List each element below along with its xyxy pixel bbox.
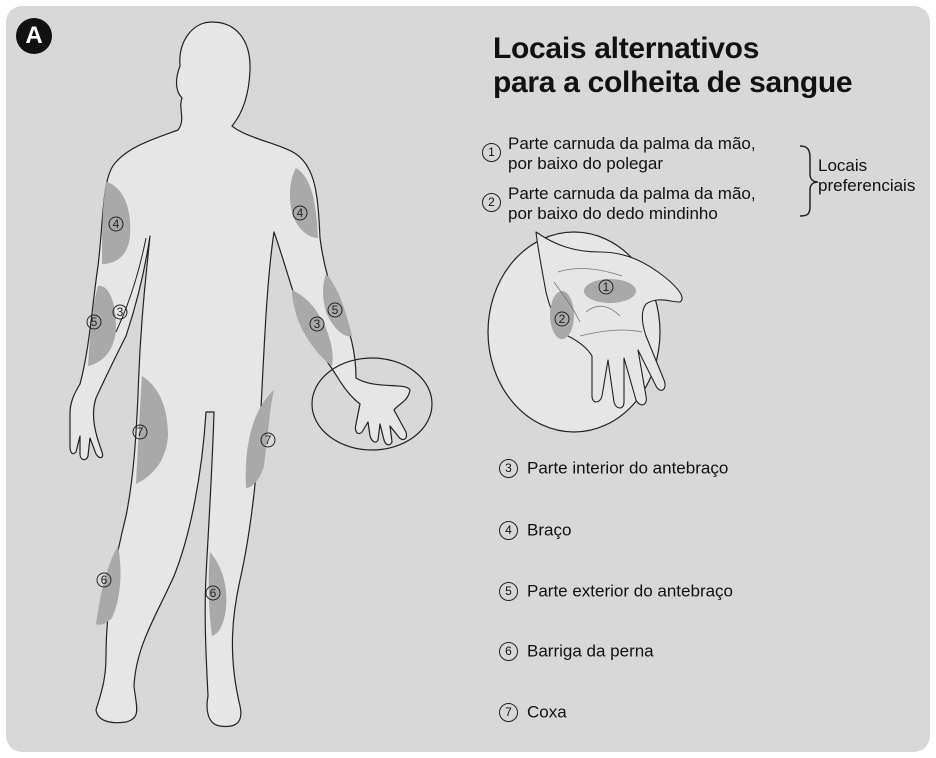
site-item-5: 5 Parte exterior do antebraço (499, 580, 733, 602)
marker-6-right: 6 (210, 586, 217, 600)
hand-marker-2: 2 (559, 312, 566, 326)
marker-3-right: 3 (314, 317, 321, 331)
hand-marker-1: 1 (603, 280, 610, 294)
zone-5-left-forearm-outer (88, 285, 116, 366)
zone-5-right-forearm-outer (323, 274, 352, 337)
preferred-site-1-text: Parte carnuda da palma da mão, por baixo… (508, 134, 756, 174)
number-badge: 6 (499, 642, 518, 662)
left-forearm-inner-line (115, 237, 147, 333)
number-badge: 3 (499, 459, 518, 479)
marker-7-right: 7 (265, 433, 272, 447)
title-line-1: Locais alternativos (493, 32, 760, 65)
marker-5-right: 5 (332, 303, 339, 317)
marker-6-left: 6 (101, 573, 108, 587)
hand-zone-1 (584, 279, 636, 303)
preferred-site-2-line-2: por baixo do dedo mindinho (508, 204, 718, 223)
body-diagram: 4 5 3 7 6 6 7 4 5 3 1 2 (69, 21, 819, 728)
group-label-line-1: Locais (818, 156, 868, 175)
preferred-brace (799, 145, 819, 217)
diagram-title: Locais alternativos para a colheita de s… (493, 32, 853, 100)
zone-4-right-arm (289, 168, 318, 238)
marker-7-left: 7 (137, 425, 144, 439)
hand-highlight-ellipse (311, 357, 433, 451)
site-item-6: 6 Barriga da perna (499, 640, 654, 662)
zone-4-left-arm (102, 182, 131, 264)
site-item-7: 7 Coxa (499, 701, 567, 723)
marker-4-right: 4 (297, 206, 304, 220)
preferred-site-2-text: Parte carnuda da palma da mão, por baixo… (508, 184, 756, 224)
preferred-site-2-line-1: Parte carnuda da palma da mão, (508, 184, 756, 203)
site-label: Coxa (527, 702, 567, 722)
figure-badge: A (16, 18, 52, 54)
body-silhouette (69, 21, 411, 728)
hand-inset-hand (535, 231, 683, 409)
figure-panel: 4 5 3 7 6 6 7 4 5 3 1 2 A (6, 6, 930, 752)
site-item-4: 4 Braço (499, 519, 571, 541)
preferred-group-label: Locais preferenciais (818, 156, 915, 196)
number-badge: 7 (499, 703, 518, 723)
hand-zone-2 (550, 291, 574, 339)
marker-3-left: 3 (117, 305, 124, 319)
group-label-line-2: preferenciais (818, 176, 916, 195)
site-label: Barriga da perna (527, 641, 654, 661)
zone-7-right-thigh (245, 390, 274, 488)
number-badge: 5 (499, 582, 518, 602)
site-item-3: 3 Parte interior do antebraço (499, 457, 728, 479)
zone-3-right-forearm-inner (292, 290, 333, 366)
marker-5-left: 5 (91, 315, 98, 329)
number-badge: 4 (499, 521, 518, 541)
site-label: Braço (527, 520, 572, 540)
zone-6-right-calf (208, 552, 227, 636)
site-label: Parte interior do antebraço (527, 458, 729, 478)
zone-7-left-thigh (136, 376, 168, 484)
number-badge: 2 (482, 193, 501, 212)
preferred-site-1-line-1: Parte carnuda da palma da mão, (508, 134, 756, 153)
preferred-site-1-line-2: por baixo do polegar (508, 154, 664, 173)
marker-4-left: 4 (113, 217, 120, 231)
site-label: Parte exterior do antebraço (527, 581, 734, 601)
body-marker-numbers: 4 5 3 7 6 6 7 4 5 3 (91, 206, 339, 600)
title-line-2: para a colheita de sangue (493, 66, 853, 99)
body-markers (86, 205, 343, 601)
palm-lines (553, 268, 643, 337)
number-badge: 1 (482, 143, 501, 162)
